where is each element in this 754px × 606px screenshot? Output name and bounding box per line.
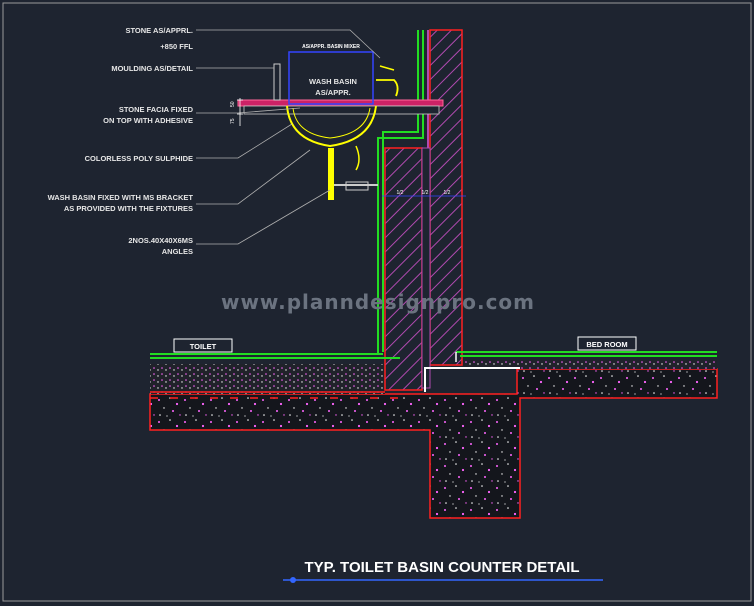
dim-wall-left: 1/2 [397,190,404,196]
wash-basin [286,51,399,200]
label-bracket-2: AS PROVIDED WITH THE FIXTURES [64,204,193,213]
dimension-marks [237,98,466,197]
watermark: www.planndesignpro.com [221,290,535,314]
label-ffl: +850 FFL [160,42,193,51]
svg-text:TOILET: TOILET [190,342,217,351]
title-marker [290,577,296,583]
masonry-wall [384,29,463,391]
label-facia-1: STONE FACIA FIXED [119,105,194,114]
wall-finish [150,30,717,362]
label-facia-2: ON TOP WITH ADHESIVE [103,116,193,125]
room-tag-toilet: TOILET [173,338,233,353]
foundation [149,360,718,519]
basin-top-note: AS/APPR. BASIN MIXER [302,44,360,50]
label-angles-2: ANGLES [162,247,193,256]
label-sealant: COLORLESS POLY SULPHIDE [85,154,193,163]
dim-wall-right: 1/2 [444,190,451,196]
label-moulding: MOULDING AS/DETAIL [111,64,193,73]
drawing-title: TYP. TOILET BASIN COUNTER DETAIL [304,559,579,576]
basin-label-1: WASH BASIN [309,77,357,86]
leader-lines [196,29,381,245]
label-angles-1: 2NOS.40X40X6MS [128,236,193,245]
counter-slab [237,63,444,115]
label-bracket-1: WASH BASIN FIXED WITH MS BRACKET [48,193,194,202]
floor-junction [150,367,520,399]
label-stone: STONE AS/APPRL. [125,26,193,35]
dim-wall-mid: 1/2 [422,190,429,196]
dim-left-level: 50 [230,101,236,107]
dim-left-thickness: 75 [230,118,236,124]
room-tag-bedroom: BED ROOM [577,336,637,351]
basin-label-2: AS/APPR. [315,88,350,97]
svg-text:BED ROOM: BED ROOM [586,340,627,349]
